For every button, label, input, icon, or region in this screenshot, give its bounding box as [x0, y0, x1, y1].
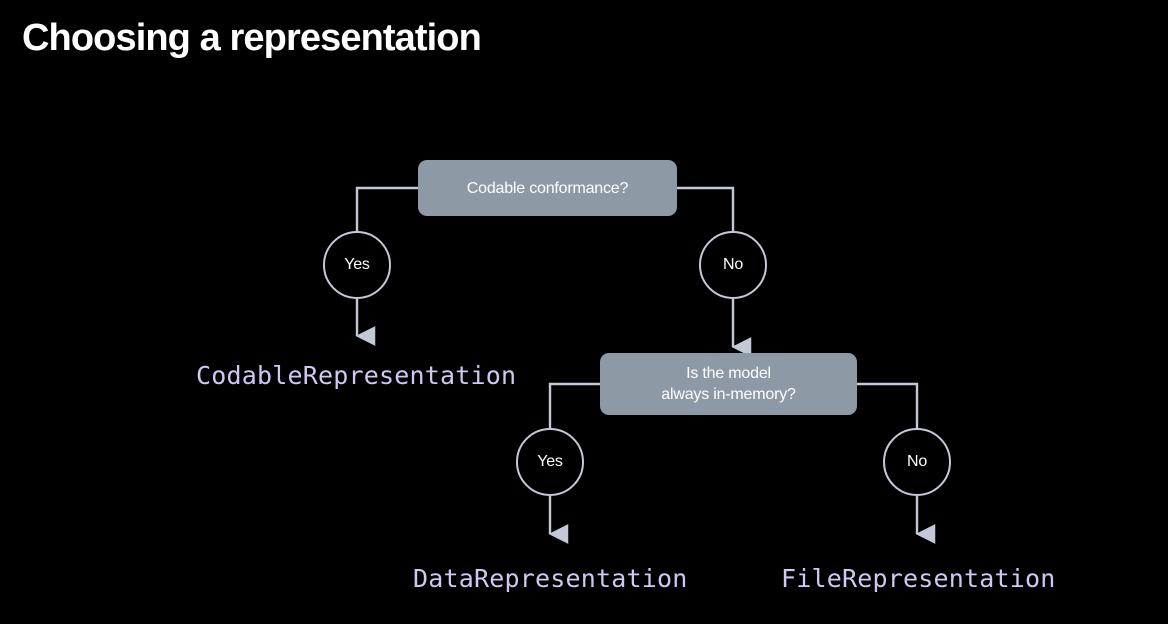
branch-node-no-codable[interactable]: No: [699, 231, 767, 299]
decision-node-codable-conformance[interactable]: Codable conformance?: [418, 160, 677, 216]
edge-codable-to-yes1: [355, 186, 418, 231]
decision-node-label-line2: always in-memory?: [661, 386, 796, 403]
decision-node-label: Codable conformance?: [466, 179, 629, 197]
branch-node-label: Yes: [344, 256, 370, 273]
branch-node-label: No: [906, 453, 928, 470]
branch-node-yes-codable[interactable]: Yes: [323, 231, 391, 299]
decision-node-label-line1: Is the model: [686, 365, 771, 382]
outcome-file-representation: FileRepresentation: [781, 564, 1056, 593]
branch-node-label: Yes: [537, 453, 563, 470]
outcome-codable-representation: CodableRepresentation: [196, 361, 517, 390]
decision-node-always-in-memory[interactable]: Is the model always in-memory?: [600, 353, 857, 415]
branch-node-yes-in-memory[interactable]: Yes: [516, 428, 584, 496]
edge-inmemory-to-yes2: [548, 382, 600, 428]
edge-inmemory-to-no2: [857, 382, 919, 428]
branch-node-label: No: [722, 256, 744, 273]
edge-codable-to-no1: [677, 186, 735, 231]
page-title: Choosing a representation: [22, 17, 482, 59]
branch-node-no-in-memory[interactable]: No: [883, 428, 951, 496]
outcome-data-representation: DataRepresentation: [413, 564, 688, 593]
decision-node-label: Is the model always in-memory?: [661, 363, 796, 405]
